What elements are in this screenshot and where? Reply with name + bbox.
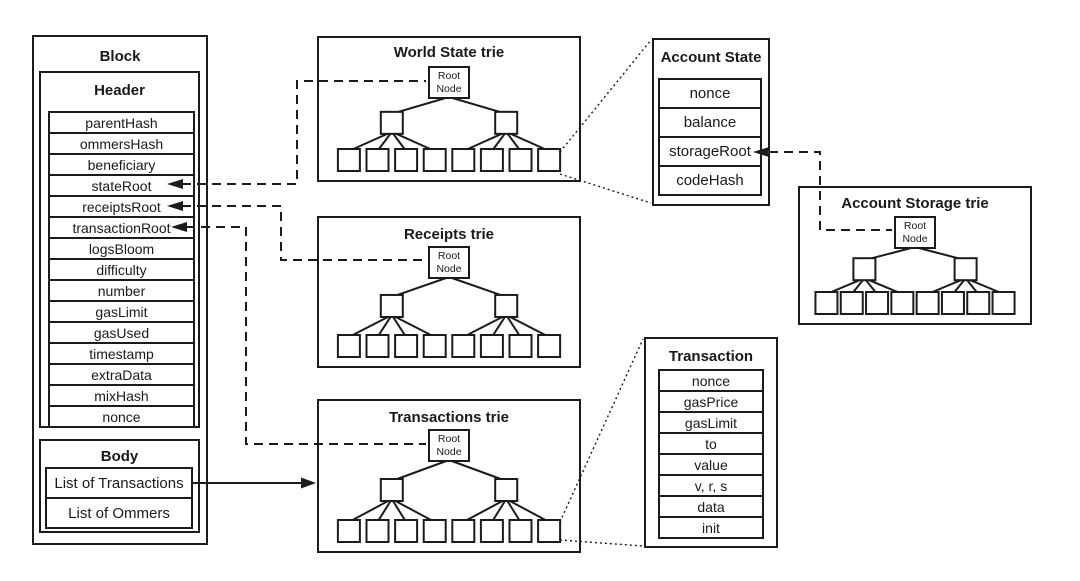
transaction-row: init: [658, 516, 764, 539]
header-field-row: nonce: [48, 405, 195, 428]
header-field-list: parentHash ommersHash beneficiary stateR…: [48, 111, 195, 428]
transaction-row: to: [658, 432, 764, 455]
header-field-row-receiptsroot: receiptsRoot: [48, 195, 195, 218]
header-field-row: ommersHash: [48, 132, 195, 155]
transactions-trie-title: Transactions trie: [388, 409, 510, 426]
transaction-row: gasLimit: [658, 411, 764, 434]
world-state-trie-box: World State trie Root Node: [317, 36, 581, 182]
header-field-row: timestamp: [48, 342, 195, 365]
account-state-title: Account State: [660, 49, 762, 66]
transaction-row: value: [658, 453, 764, 476]
receipts-root-node: Root Node: [428, 246, 470, 279]
body-item-list: List of Transactions List of Ommers: [45, 467, 193, 529]
header-field-row: number: [48, 279, 195, 302]
world-state-root-node: Root Node: [428, 66, 470, 99]
header-title: Header: [94, 82, 145, 99]
header-field-row: logsBloom: [48, 237, 195, 260]
transaction-row: gasPrice: [658, 390, 764, 413]
transactions-root-node: Root Node: [428, 429, 470, 462]
header-field-row: extraData: [48, 363, 195, 386]
transactions-trie-graphic: [336, 459, 562, 543]
body-title: Body: [100, 448, 139, 465]
transaction-row: data: [658, 495, 764, 518]
block-title: Block: [99, 48, 141, 65]
account-state-row: codeHash: [658, 165, 762, 196]
account-storage-root-node: Root Node: [894, 216, 936, 249]
header-field-row-transactionroot: transactionRoot: [48, 216, 195, 239]
transactions-trie-box: Transactions trie Root Node: [317, 399, 581, 553]
account-state-row: balance: [658, 107, 762, 138]
transaction-row: v, r, s: [658, 474, 764, 497]
account-state-row: nonce: [658, 78, 762, 109]
header-field-row: beneficiary: [48, 153, 195, 176]
world-state-trie-title: World State trie: [393, 44, 505, 61]
receipts-trie-title: Receipts trie: [403, 226, 495, 243]
header-field-row-stateroot: stateRoot: [48, 174, 195, 197]
header-field-row: mixHash: [48, 384, 195, 407]
receipts-trie-box: Receipts trie Root Node: [317, 216, 581, 368]
transaction-row: nonce: [658, 369, 764, 392]
account-storage-trie-graphic: [814, 246, 1016, 315]
header-field-row: gasUsed: [48, 321, 195, 344]
transaction-field-list: nonce gasPrice gasLimit to value v, r, s…: [658, 369, 764, 539]
transactions-list-arrowhead-icon: [301, 477, 316, 489]
account-storage-trie-box: Account Storage trie Root Node: [798, 186, 1032, 325]
body-row-list-of-ommers: List of Ommers: [45, 497, 193, 529]
header-field-row: gasLimit: [48, 300, 195, 323]
account-state-row-storageroot: storageRoot: [658, 136, 762, 167]
header-field-row: difficulty: [48, 258, 195, 281]
header-field-row: parentHash: [48, 111, 195, 134]
body-row-list-of-transactions: List of Transactions: [45, 467, 193, 499]
account-state-field-list: nonce balance storageRoot codeHash: [658, 78, 762, 196]
transaction-title: Transaction: [668, 348, 754, 365]
account-storage-trie-title: Account Storage trie: [841, 195, 989, 212]
